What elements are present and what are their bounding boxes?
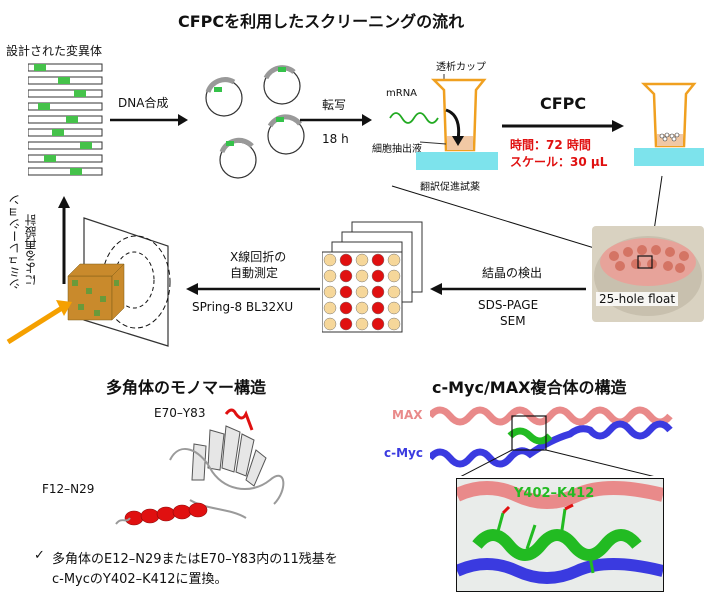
plate-well bbox=[371, 269, 385, 283]
arrow-xray bbox=[186, 283, 320, 295]
arrow-cfpc bbox=[502, 120, 624, 132]
note-check-icon: ✓ bbox=[34, 548, 45, 563]
plasmids bbox=[205, 65, 305, 179]
plate-well bbox=[387, 317, 401, 331]
plate-well bbox=[355, 253, 369, 267]
dna-synthesis-label: DNA合成 bbox=[118, 96, 169, 110]
float-photo bbox=[592, 226, 704, 322]
plate-well bbox=[387, 253, 401, 267]
plate-well bbox=[355, 285, 369, 299]
cfpc-scale: スケール：30 µL bbox=[510, 155, 608, 169]
redesign-label-2: による再設計 bbox=[24, 214, 38, 286]
result-cup bbox=[634, 82, 704, 166]
cfpc-label: CFPC bbox=[540, 94, 587, 113]
crystal-detection-label: 結晶の検出 bbox=[482, 266, 543, 280]
plate-well bbox=[339, 285, 353, 299]
zoom-region-label: Y402–K412 bbox=[514, 486, 595, 501]
cfpc-time: 時間：72 時間 bbox=[510, 138, 591, 152]
complex-title: c-Myc/MAX複合体の構造 bbox=[432, 378, 627, 397]
max-label: MAX bbox=[392, 408, 423, 422]
region-f12-n29: F12–N29 bbox=[42, 482, 95, 496]
plate-well bbox=[323, 301, 337, 315]
mrna-label: mRNA bbox=[386, 88, 418, 99]
dialysis-cup bbox=[389, 74, 498, 170]
monomer-title: 多角体のモノマー構造 bbox=[106, 378, 267, 397]
cmyc-label: c-Myc bbox=[384, 446, 423, 460]
complex-zoom bbox=[456, 478, 664, 592]
screening-plates bbox=[322, 221, 423, 333]
float-label: 25-hole float bbox=[596, 292, 679, 306]
transcription-time: 18 h bbox=[322, 132, 349, 146]
plate-well bbox=[339, 301, 353, 315]
plate-well bbox=[387, 285, 401, 299]
plate-well bbox=[323, 253, 337, 267]
dialysis-cup-label: 透析カップ bbox=[436, 62, 486, 73]
plate-well bbox=[323, 317, 337, 331]
plate-well bbox=[339, 317, 353, 331]
complex-helices bbox=[430, 406, 673, 476]
transcription-label: 転写 bbox=[322, 98, 347, 112]
beamline-label: SPring-8 BL32XU bbox=[192, 300, 294, 314]
plate-well bbox=[371, 301, 385, 315]
plate-well bbox=[387, 301, 401, 315]
plate-well bbox=[355, 301, 369, 315]
translation-reagent-label: 翻訳促進試薬 bbox=[420, 182, 480, 193]
arrow-crystal-detection bbox=[430, 283, 586, 295]
arrow-dna-synthesis bbox=[110, 114, 188, 126]
plate-well bbox=[323, 285, 337, 299]
sds-page-label: SDS-PAGE bbox=[478, 298, 539, 312]
plate-well bbox=[387, 269, 401, 283]
plate-well bbox=[371, 253, 385, 267]
region-e70-y83: E70–Y83 bbox=[154, 406, 206, 420]
page-title: CFPCを利用したスクリーニングの流れ bbox=[178, 12, 465, 31]
plate-well bbox=[323, 269, 337, 283]
plate-well bbox=[339, 269, 353, 283]
xray-label-1: X線回折の bbox=[230, 250, 287, 264]
variants-label: 設計された変異体 bbox=[6, 44, 103, 58]
plate-well bbox=[339, 253, 353, 267]
note-line-1: 多角体のE12–N29またはE70–Y83内の11残基を bbox=[52, 552, 338, 567]
plate-well bbox=[355, 269, 369, 283]
plate-well bbox=[355, 317, 369, 331]
sem-label: SEM bbox=[500, 314, 526, 328]
xray-label-2: 自動測定 bbox=[230, 266, 279, 280]
cell-extract-label: 細胞抽出液 bbox=[372, 144, 422, 155]
monomer-structure bbox=[115, 408, 285, 526]
variants-list bbox=[28, 63, 103, 176]
xray-diffraction bbox=[6, 196, 171, 347]
redesign-label-1: シミュレーション bbox=[8, 194, 22, 290]
note-line-2: c-MycのY402–K412に置換。 bbox=[52, 572, 228, 587]
arrow-transcription bbox=[300, 114, 372, 126]
plate-well bbox=[371, 317, 385, 331]
plate-well bbox=[371, 285, 385, 299]
